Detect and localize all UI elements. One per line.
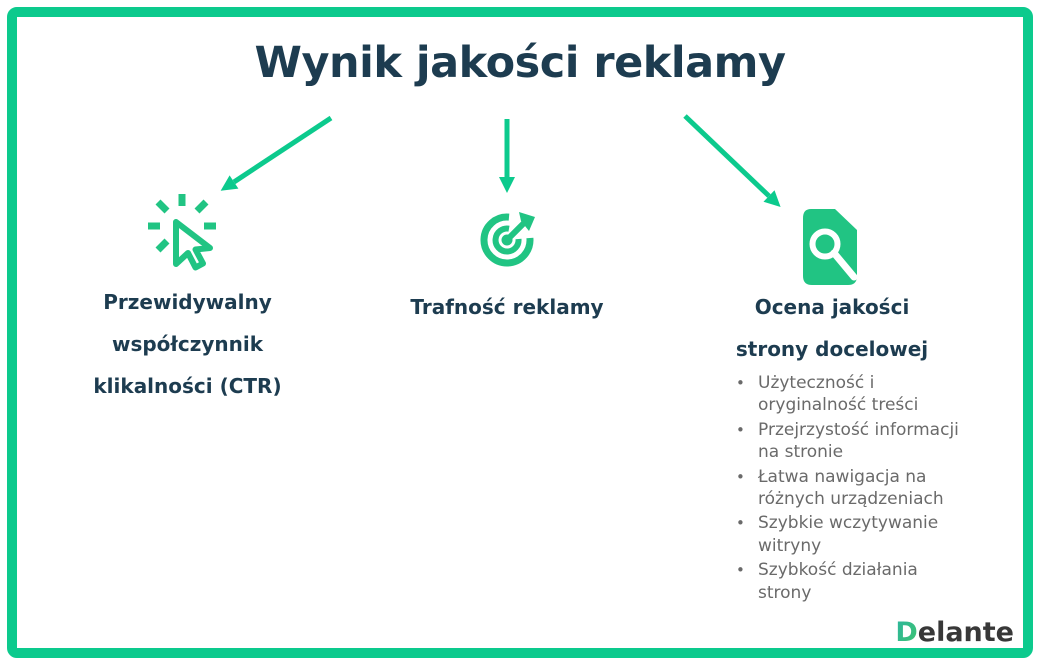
border-frame [7,7,1033,658]
bullet-dot: • [736,374,745,392]
bullet-dot: • [736,420,745,439]
label-line: klikalności (CTR) [93,374,282,398]
label-line: strony docelowej [735,337,929,361]
bullet-dot: • [736,467,745,486]
page-search-icon [803,209,858,285]
bullet-dot: • [736,561,745,580]
delante-logo: Delante [895,617,1014,648]
label-line: Przewidywalny [103,290,272,314]
column-label-ctr: Przewidywalny współczynnik klikalności (… [85,281,290,407]
page-title: Wynik jakości reklamy [254,38,786,88]
click-cursor-icon [148,194,216,271]
arrow-left-icon [220,115,333,191]
label-line: Ocena jakości [754,295,910,319]
column-label-landing: Ocena jakości strony docelowej [727,286,937,370]
target-dart-icon [480,212,535,267]
bullet-dot: • [736,514,745,533]
logo-letter-d: D [895,617,918,648]
arrow-right-icon [683,114,781,208]
label-line: współczynnik [111,332,264,356]
column-label-relevance: Trafność reklamy [410,295,604,319]
logo-text: elante [917,617,1014,648]
